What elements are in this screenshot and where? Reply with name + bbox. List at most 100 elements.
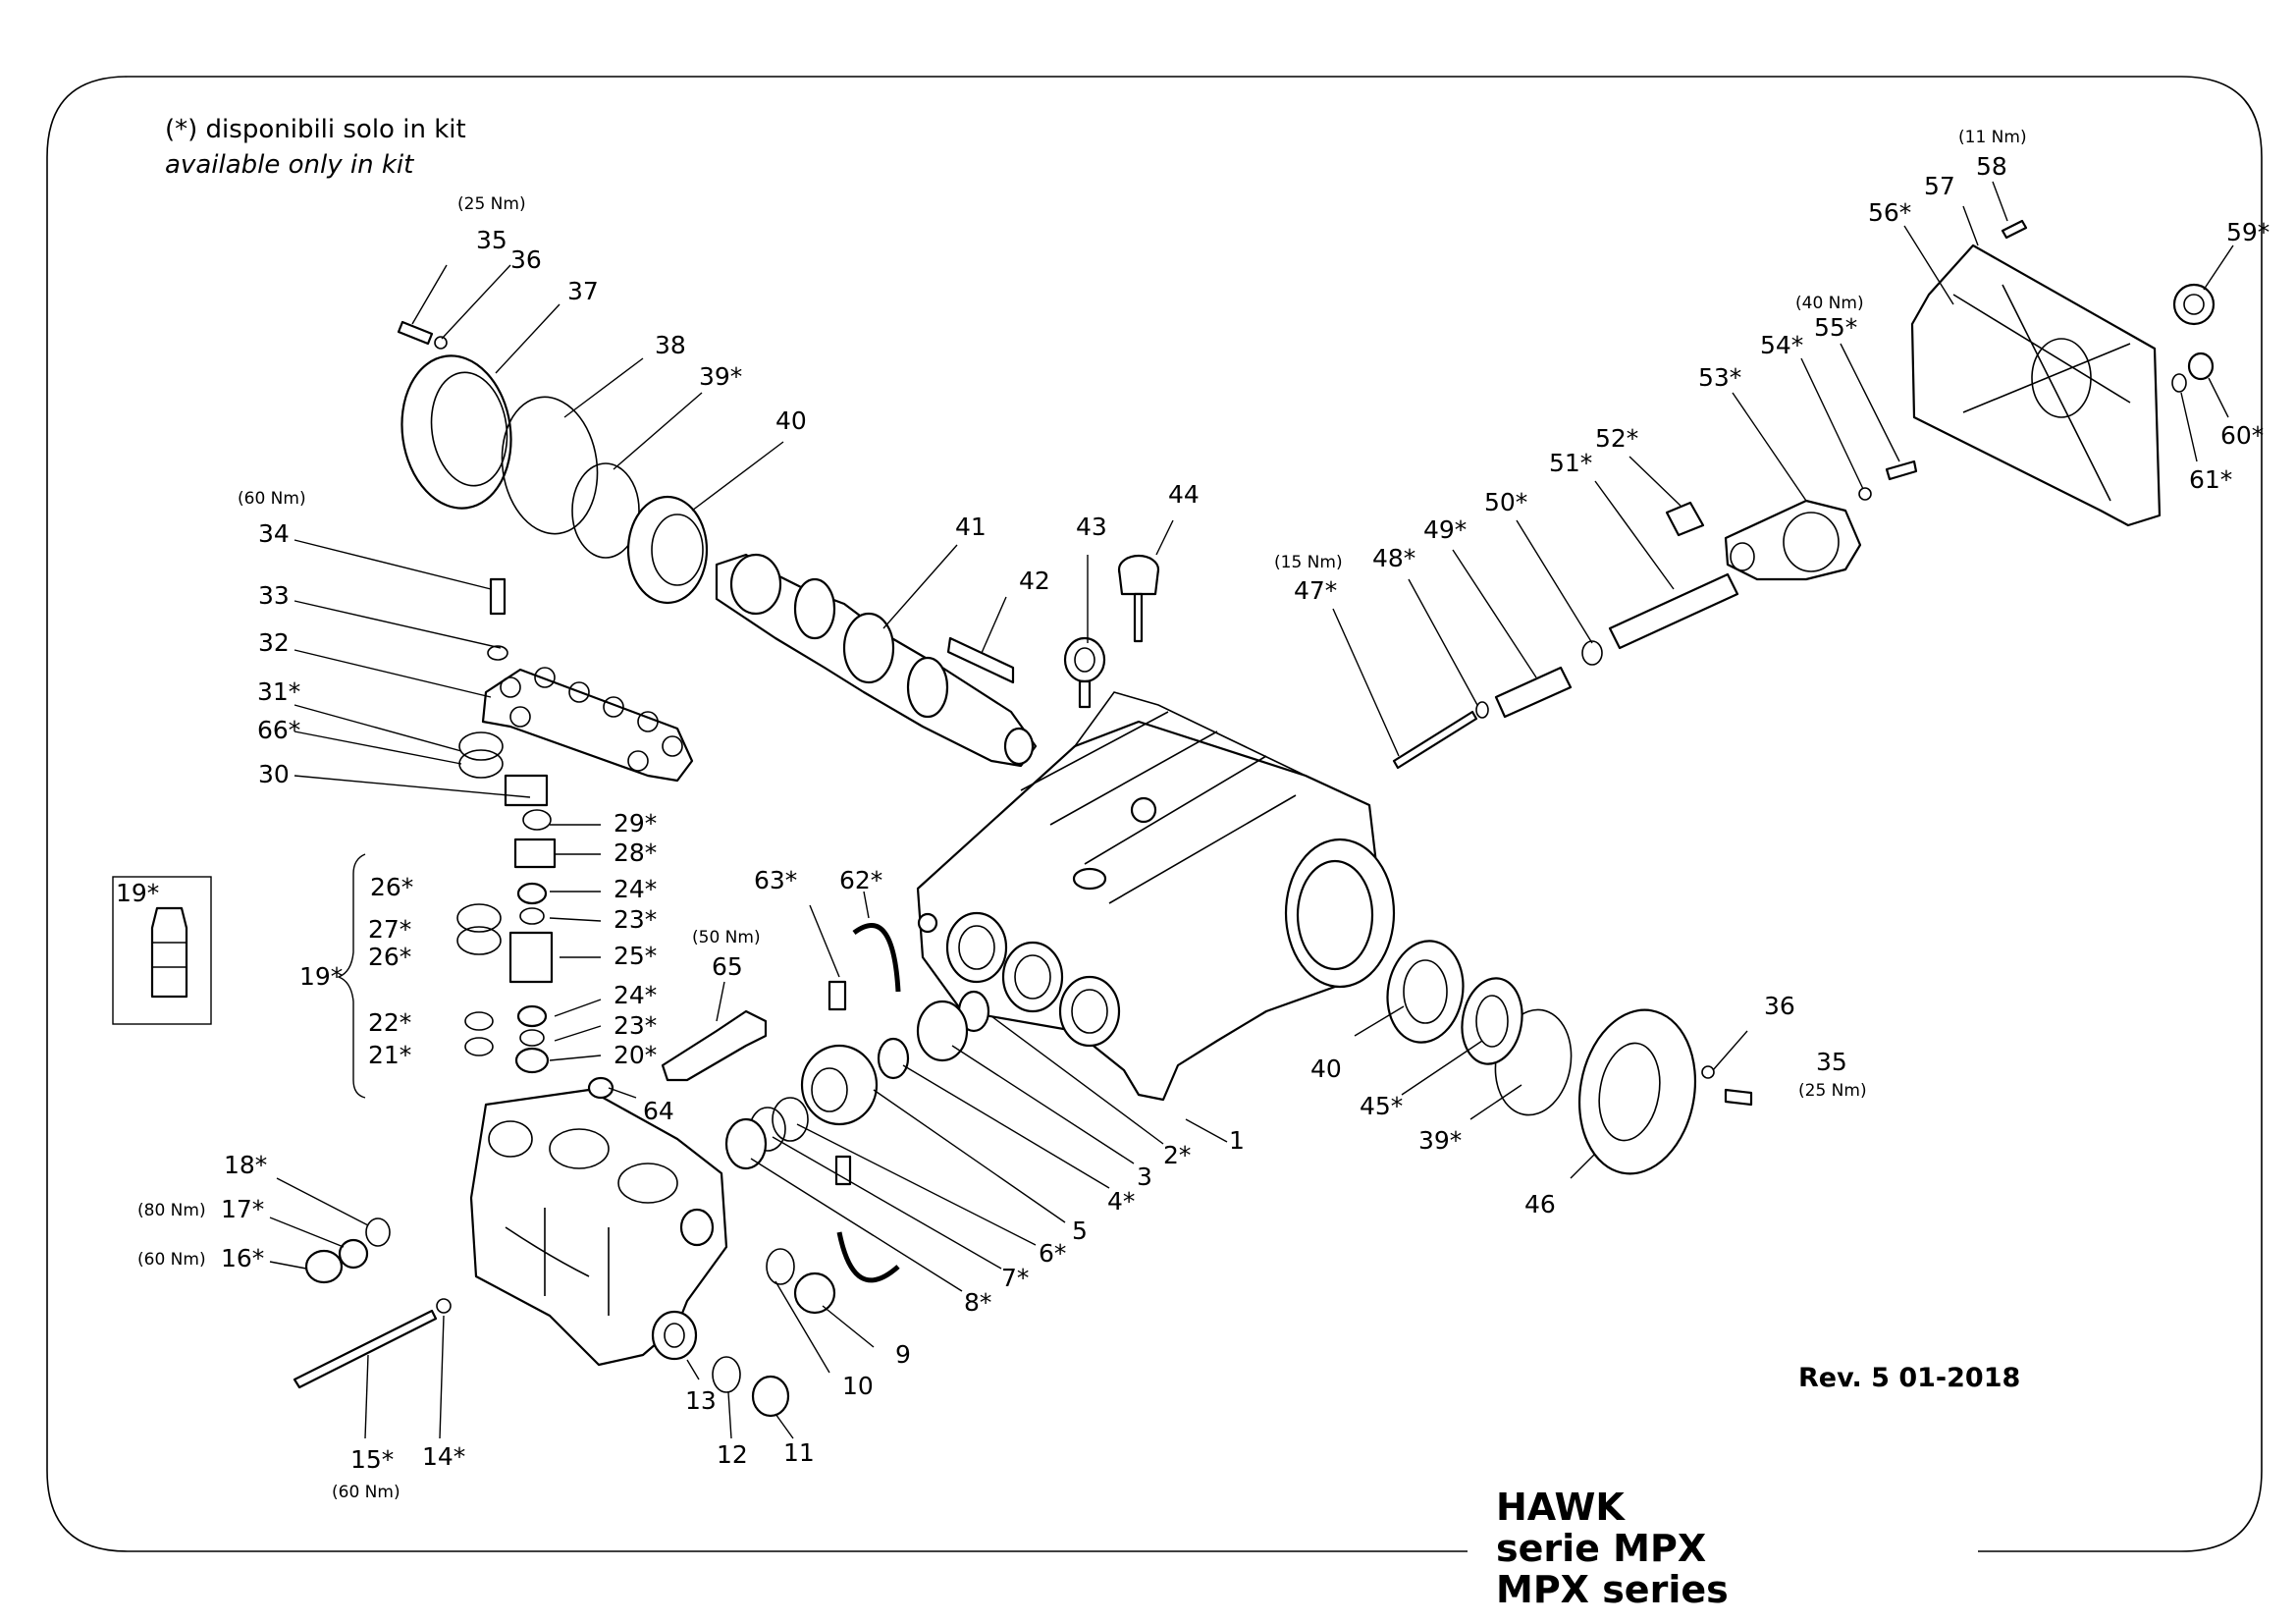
o-ring-10: [766, 1248, 795, 1285]
label-part-35-top: 35: [476, 226, 507, 254]
ceramic-piston-49: [1494, 666, 1573, 719]
label-inset-19: 19*: [116, 879, 159, 907]
label-part-51: 51*: [1549, 449, 1592, 477]
label-part-14: 14*: [422, 1442, 465, 1471]
torque-part-16: (60 Nm): [137, 1250, 206, 1270]
hose-62: [852, 923, 901, 993]
ring-3: [916, 1000, 969, 1062]
label-part-24-lower: 24*: [614, 981, 657, 1009]
torque-part-47: (15 Nm): [1274, 553, 1343, 572]
label-part-30: 30: [258, 760, 290, 788]
label-part-19: 19*: [299, 962, 343, 991]
crankcase-body: [916, 691, 1396, 1102]
label-part-29: 29*: [614, 809, 657, 838]
label-part-32: 32: [258, 628, 290, 657]
label-part-21: 21*: [368, 1041, 411, 1069]
label-part-63: 63*: [754, 866, 797, 894]
kit-note-italian: (*) disponibili solo in kit: [165, 115, 466, 144]
label-part-56: 56*: [1868, 198, 1911, 227]
valve-cover-plate: [481, 667, 694, 783]
label-part-6: 6*: [1039, 1239, 1066, 1268]
bearing-cover-flange: [400, 354, 512, 510]
label-part-18: 18*: [224, 1151, 267, 1179]
label-part-40-right: 40: [1310, 1055, 1342, 1083]
piston-guide-51: [1608, 572, 1739, 650]
label-part-7: 7*: [1001, 1264, 1029, 1292]
label-part-22: 22*: [368, 1008, 411, 1037]
pump-head: [469, 1088, 728, 1367]
part-drawings: [112, 219, 2216, 1418]
label-part-31: 31*: [257, 677, 300, 706]
label-part-60: 60*: [2220, 421, 2264, 450]
piston-bolt-47: [1392, 710, 1478, 770]
label-part-24-upper: 24*: [614, 875, 657, 903]
unloader-fitting-65: [661, 1009, 768, 1082]
label-part-9: 9: [895, 1340, 911, 1369]
plug-16: [304, 1249, 344, 1284]
front-bearing-flange: [1577, 1008, 1697, 1175]
label-part-16: 16*: [221, 1244, 264, 1272]
washer-14: [436, 1298, 452, 1314]
head-bolt-15: [293, 1309, 438, 1389]
label-part-61: 61*: [2189, 465, 2232, 494]
label-part-54: 54*: [1760, 331, 1803, 359]
label-part-43: 43: [1076, 513, 1107, 541]
drawing-frame: [46, 76, 2263, 1552]
label-part-46: 46: [1524, 1190, 1556, 1218]
cover-screw-58: [2001, 219, 2028, 240]
label-part-47: 47*: [1294, 576, 1337, 605]
seal-8: [724, 1117, 768, 1170]
fitting-lower: [834, 1155, 852, 1186]
label-part-57: 57: [1924, 172, 1955, 200]
wrist-pin-52: [1665, 501, 1705, 537]
o-ring-12: [712, 1356, 741, 1393]
torque-part-17: (80 Nm): [137, 1201, 206, 1220]
label-part-15: 15*: [350, 1445, 394, 1474]
label-part-36-top: 36: [510, 245, 542, 274]
label-part-4: 4*: [1107, 1187, 1135, 1216]
o-ring-39-left: [571, 462, 640, 559]
o-ring-18: [365, 1217, 391, 1247]
label-part-45: 45*: [1360, 1092, 1403, 1120]
cover-gasket: [501, 396, 599, 535]
label-part-53: 53*: [1698, 363, 1741, 392]
kit-note-english: available only in kit: [165, 150, 414, 180]
callout-labels: 1 2* 3 4* 5 6* 7* 8* 9 10 11 12 13 14* 1…: [116, 128, 2269, 1502]
label-part-42: 42: [1019, 567, 1050, 595]
label-part-66: 66*: [257, 716, 300, 744]
cover-screw-right: [1701, 1065, 1753, 1107]
label-part-8: 8*: [964, 1288, 991, 1317]
revision-label: Rev. 5 01-2018: [1798, 1363, 2020, 1393]
o-ring-61: [2171, 373, 2187, 393]
plug-11: [751, 1375, 790, 1418]
washer-50: [1581, 640, 1603, 666]
rod-screw-55: [1885, 460, 1918, 481]
label-part-33: 33: [258, 581, 290, 610]
label-part-37: 37: [567, 277, 599, 305]
label-part-52: 52*: [1595, 424, 1638, 453]
label-part-62: 62*: [839, 866, 882, 894]
roller-bearing-right: [1386, 940, 1465, 1044]
seal-retainer-5: [800, 1044, 879, 1126]
shaft-key: [946, 636, 1015, 684]
washer-48: [1475, 701, 1489, 719]
cover-screw-top: [397, 320, 448, 350]
plug-9: [793, 1271, 836, 1315]
label-part-38: 38: [655, 331, 686, 359]
label-part-48: 48*: [1372, 544, 1415, 572]
drain-plug-60: [2187, 352, 2215, 381]
label-part-5: 5: [1072, 1217, 1088, 1245]
seal-4: [877, 1037, 910, 1080]
plug-64: [587, 1076, 614, 1100]
valve-stack: [456, 577, 557, 1074]
label-part-65: 65: [712, 952, 743, 981]
label-part-39-top: 39*: [699, 362, 742, 391]
label-part-49: 49*: [1423, 515, 1467, 544]
label-part-64: 64: [643, 1097, 674, 1125]
label-part-34: 34: [258, 519, 290, 548]
label-part-11: 11: [783, 1438, 815, 1467]
torque-part-65: (50 Nm): [692, 928, 761, 947]
leader-lines: [269, 181, 2234, 1439]
title-model: HAWK: [1496, 1486, 1626, 1529]
